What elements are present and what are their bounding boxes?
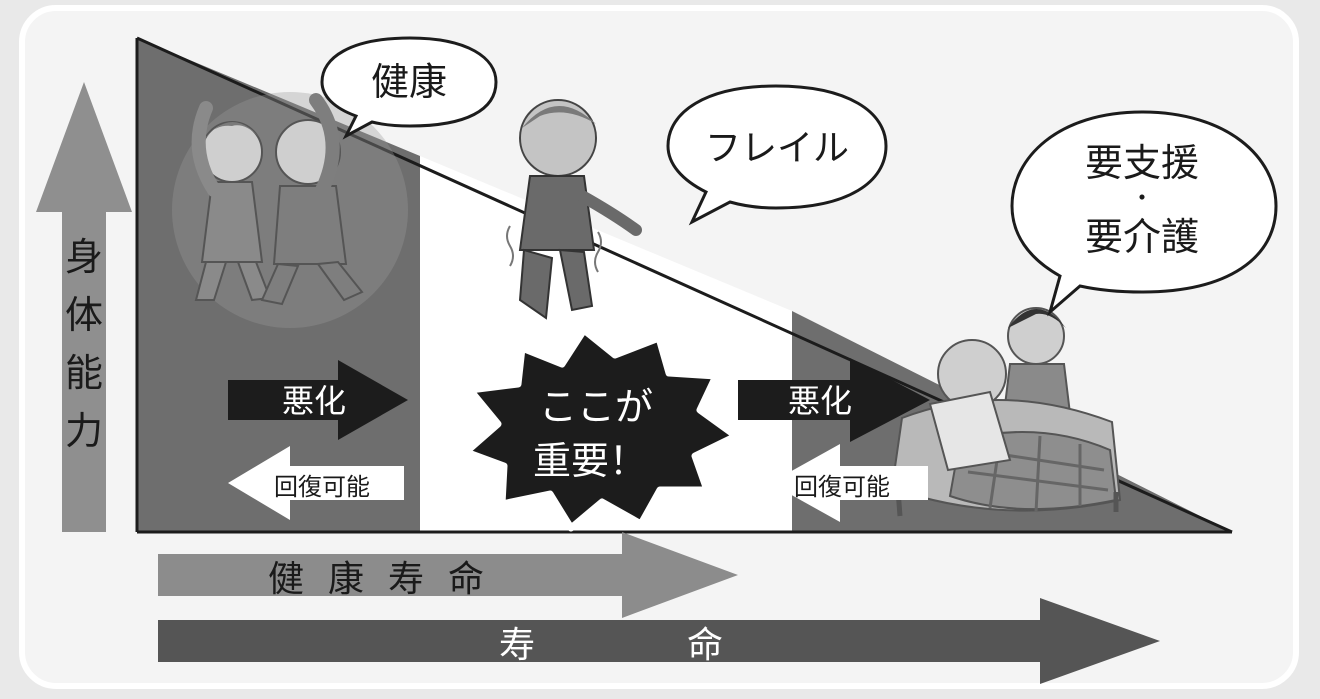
bedridden-elderly-with-caregiver-icon — [890, 307, 1122, 517]
elderly-couple-exercising-icon — [172, 92, 408, 328]
frailty-bubble-text: フレイル — [705, 128, 849, 169]
worsen-arrow-right-text: 悪化 — [788, 382, 852, 420]
life-expectancy-arrow: 寿 命 — [158, 598, 1160, 684]
healthy-speech-bubble: 健康 — [320, 36, 498, 140]
recover-arrow-left-text: 回復可能 — [274, 473, 370, 501]
healthy-life-char-3: 寿 — [388, 559, 424, 600]
healthy-life-expectancy-arrow: 健 康 寿 命 — [158, 532, 738, 618]
life-char-2: 命 — [687, 625, 723, 666]
recover-arrow-right: 回復可能 — [770, 444, 928, 522]
care-bubble-dot: ・ — [1130, 184, 1154, 212]
recover-arrow-right-text: 回復可能 — [794, 473, 890, 501]
physical-ability-char-2: 体 — [65, 293, 103, 337]
recover-arrow-left: 回復可能 — [228, 446, 404, 520]
important-burst: ここが 重要！ — [462, 326, 740, 532]
physical-ability-arrow — [36, 82, 132, 532]
worsen-arrow-right: 悪化 — [738, 358, 930, 442]
physical-ability-char-1: 身 — [65, 235, 103, 279]
frailty-speech-bubble: フレイル — [666, 84, 888, 226]
healthy-life-char-2: 康 — [328, 559, 364, 600]
physical-ability-char-4: 力 — [65, 409, 103, 453]
frail-elderly-man-icon — [506, 99, 642, 320]
care-bubble-line1: 要支援 — [1085, 141, 1199, 185]
physical-ability-label: 身 体 能 力 — [65, 235, 103, 453]
worsen-arrow-left: 悪化 — [228, 360, 408, 440]
important-burst-line2: 重要！ — [533, 439, 647, 483]
healthy-life-char-4: 命 — [448, 559, 484, 600]
healthy-bubble-text: 健康 — [371, 60, 447, 104]
important-burst-line1: ここが — [539, 385, 653, 429]
care-bubble-line2: 要介護 — [1085, 215, 1199, 259]
life-char-1: 寿 — [499, 625, 535, 666]
physical-ability-char-3: 能 — [65, 351, 103, 395]
healthy-life-char-1: 健 — [268, 559, 304, 600]
worsen-arrow-left-text: 悪化 — [282, 382, 346, 420]
care-speech-bubble: 要支援 ・ 要介護 — [1010, 110, 1278, 317]
